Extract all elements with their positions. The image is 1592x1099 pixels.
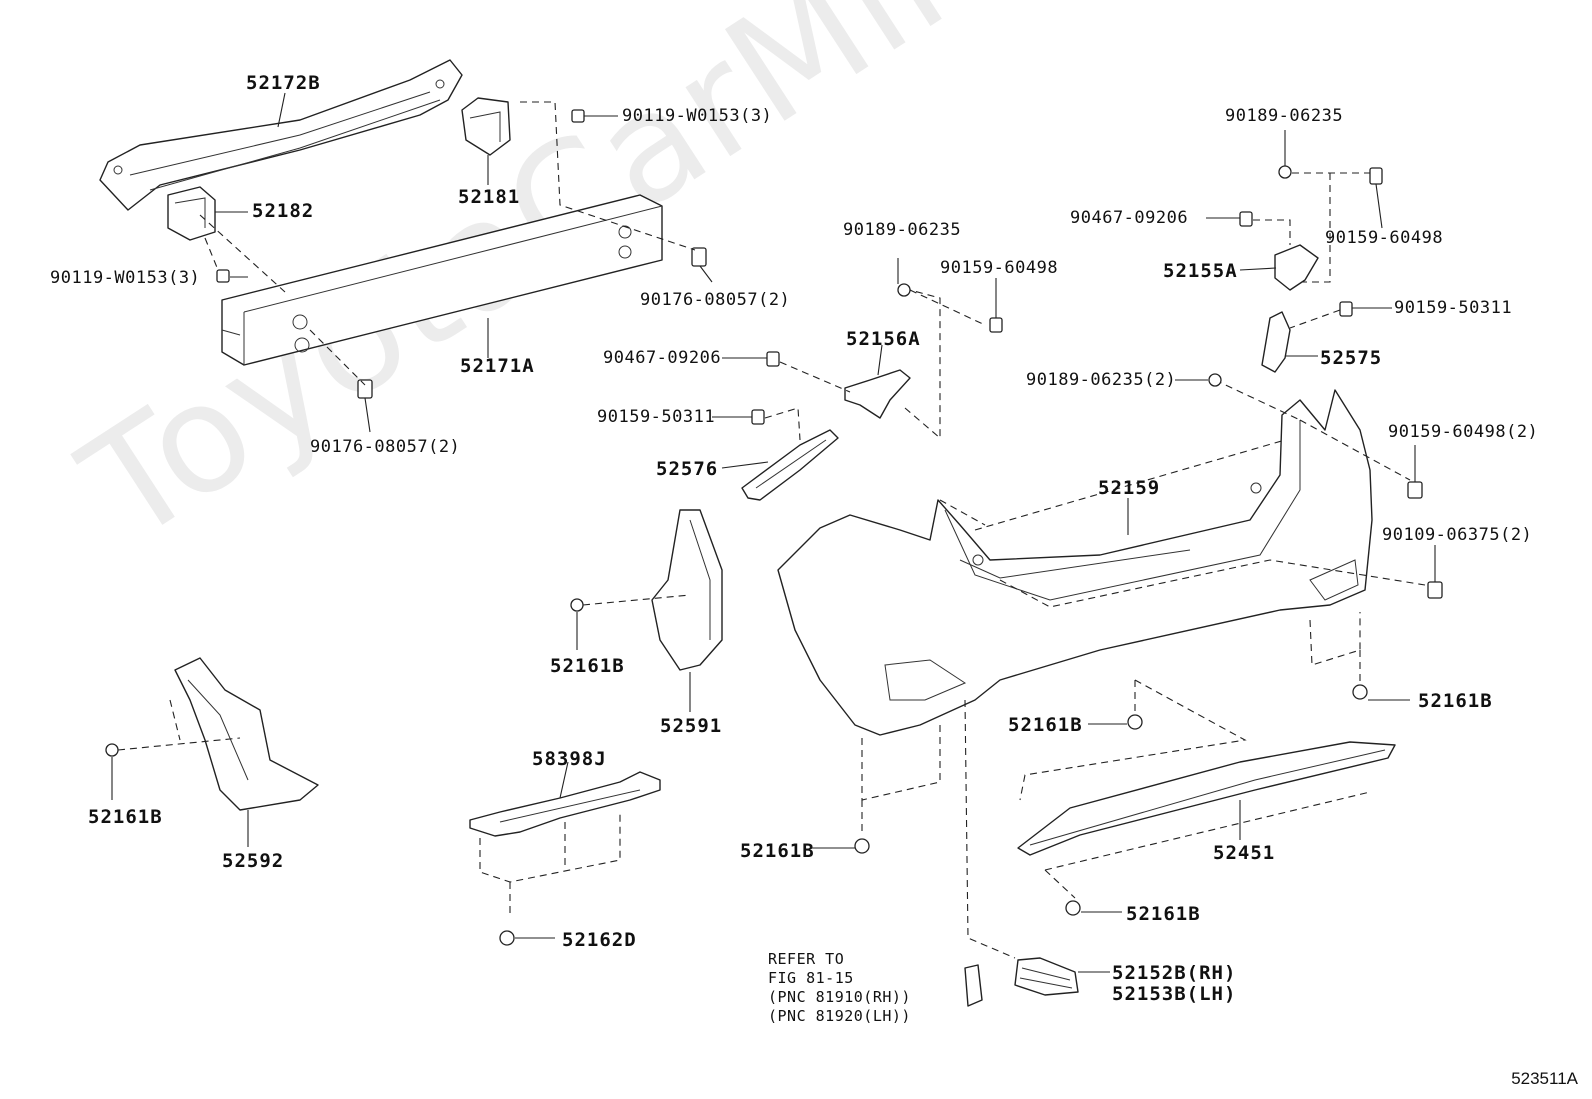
clip-52161b-52591 <box>570 598 584 650</box>
label-52161b-right: 52161B <box>1418 690 1493 712</box>
clip-52161b-bottom <box>812 838 870 854</box>
label-90159-60498-bumper: 90159-60498(2) <box>1388 422 1539 442</box>
label-52181: 52181 <box>458 186 521 208</box>
label-52161b-mid: 52161B <box>1008 714 1083 736</box>
label-90119-left: 90119-W0153(3) <box>50 268 201 288</box>
nut-90176-right <box>691 247 713 283</box>
clip-52162d <box>499 930 555 946</box>
bracket-52155a <box>1239 244 1319 291</box>
label-90159-60498-mid: 90159-60498 <box>940 258 1059 278</box>
refer-note: REFER TO FIG 81-15 (PNC 81910(RH)) (PNC … <box>768 950 911 1026</box>
label-52162d: 52162D <box>562 929 637 951</box>
bolt-90119-right <box>571 109 618 123</box>
label-90109: 90109-06375(2) <box>1382 525 1533 545</box>
bracket-52181 <box>461 97 511 185</box>
label-52161b-52592: 52161B <box>88 806 163 828</box>
label-90189-mid: 90189-06235 <box>843 220 962 240</box>
label-52152b: 52152B(RH) <box>1112 962 1237 984</box>
label-90119-right: 90119-W0153(3) <box>622 106 773 126</box>
label-52171a: 52171A <box>460 355 535 377</box>
label-52451: 52451 <box>1213 842 1276 864</box>
clip-52161b-lower <box>1065 900 1122 916</box>
bolt-90159-60498-mid <box>989 278 1003 333</box>
label-58398j: 58398J <box>532 748 607 770</box>
label-52161b-52591: 52161B <box>550 655 625 677</box>
cover-58398j <box>469 761 661 837</box>
bolt-90159-50311-left <box>712 409 765 425</box>
bumper-beam-52171a <box>221 194 663 366</box>
bracket-52156a <box>844 344 911 419</box>
label-52575: 52575 <box>1320 347 1383 369</box>
label-90159-50311-right: 90159-50311 <box>1394 298 1513 318</box>
bolt-90109 <box>1427 545 1443 599</box>
bolt-90159-50311-right <box>1339 301 1392 317</box>
label-90467-right: 90467-09206 <box>1070 208 1189 228</box>
refer-line-2: FIG 81-15 <box>768 969 854 987</box>
bolt-90159-60498-bumper <box>1407 445 1423 499</box>
label-90467-left: 90467-09206 <box>603 348 722 368</box>
refer-line-3: (PNC 81910(RH)) <box>768 988 911 1006</box>
clip-52161b-right <box>1352 684 1410 701</box>
refer-line-4: (PNC 81920(LH)) <box>768 1007 911 1025</box>
nut-90176-lower <box>357 379 373 433</box>
clip-52161b-52592 <box>105 743 119 800</box>
refer-line-1: REFER TO <box>768 950 845 968</box>
bolt-90159-60498-topright <box>1369 167 1383 229</box>
label-90176-lower: 90176-08057(2) <box>310 437 461 457</box>
label-90189-bumper: 90189-06235(2) <box>1026 370 1177 390</box>
screw-90467-left <box>722 351 780 367</box>
figure-id: 523511A <box>1511 1069 1578 1088</box>
bracket-52182 <box>167 186 248 241</box>
label-90189-topright: 90189-06235 <box>1225 106 1344 126</box>
label-52156a: 52156A <box>846 328 921 350</box>
clip-90189-topright <box>1278 130 1292 179</box>
retainer-52576 <box>721 429 839 501</box>
reflector-81910 <box>964 964 983 1007</box>
label-52592: 52592 <box>222 850 285 872</box>
label-52576: 52576 <box>656 458 719 480</box>
label-90159-60498-topright: 90159-60498 <box>1325 228 1444 248</box>
clip-52161b-mid <box>1088 714 1143 730</box>
clip-90189-bumper <box>1175 373 1222 387</box>
retainer-52575 <box>1261 311 1318 373</box>
bolt-90119-left <box>216 269 248 283</box>
label-52159: 52159 <box>1098 477 1161 499</box>
label-90159-50311-left: 90159-50311 <box>597 407 716 427</box>
reflector-grille-52152b <box>1014 957 1110 996</box>
label-90176-right: 90176-08057(2) <box>640 290 791 310</box>
upper-reinforcement-52172b <box>99 59 463 211</box>
clip-90189-mid <box>897 258 911 297</box>
label-52161b-bottom: 52161B <box>740 840 815 862</box>
bracket-52591 <box>651 509 723 712</box>
label-52172b: 52172B <box>246 72 321 94</box>
bracket-52592 <box>174 657 319 847</box>
label-52591: 52591 <box>660 715 723 737</box>
label-52155a: 52155A <box>1163 260 1238 282</box>
screw-90467-right <box>1206 211 1253 227</box>
label-52153b: 52153B(LH) <box>1112 983 1237 1005</box>
label-52182: 52182 <box>252 200 315 222</box>
lower-spoiler-52451 <box>1017 741 1396 856</box>
label-52161b-lower: 52161B <box>1126 903 1201 925</box>
bumper-cover-52159 <box>777 389 1373 736</box>
